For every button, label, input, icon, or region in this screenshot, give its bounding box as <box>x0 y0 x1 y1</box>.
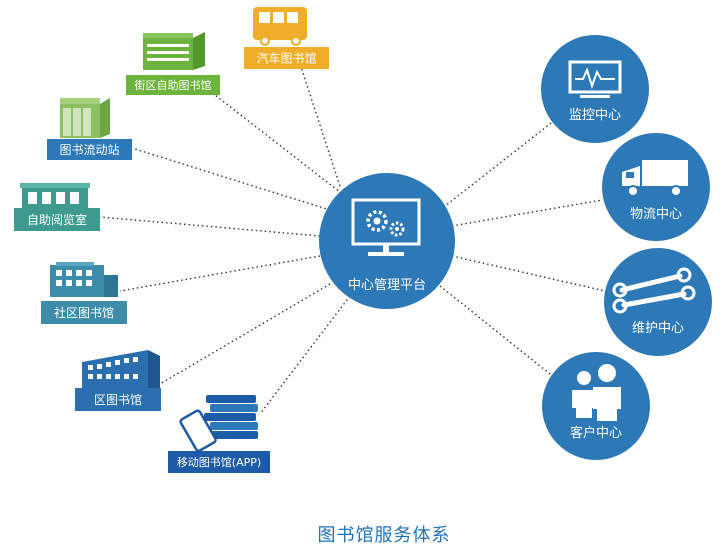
node-mobile-station: 图书流动站 <box>47 98 132 160</box>
hub-label: 中心管理平台 <box>348 278 426 293</box>
connector-bus <box>299 63 341 187</box>
node-label-community: 社区图书馆 <box>54 305 114 320</box>
node-bus: 汽车图书馆 <box>244 7 329 69</box>
node-customer: 客户中心 <box>542 352 650 460</box>
node-label-customer: 客户中心 <box>570 425 622 441</box>
node-label-street: 街区自助图书馆 <box>135 78 212 92</box>
node-app: 移动图书馆(APP) <box>168 395 270 473</box>
node-community: 社区图书馆 <box>41 262 127 324</box>
hub-node: 中心管理平台 <box>319 173 455 309</box>
connector-monitor <box>439 119 556 211</box>
node-label-logistics: 物流中心 <box>630 207 682 222</box>
node-label-maintenance: 维护中心 <box>632 321 684 336</box>
connector-logistics <box>451 199 603 227</box>
node-monitor: 监控中心 <box>541 35 649 143</box>
node-logistics: 物流中心 <box>602 133 710 241</box>
warehouse-icon <box>60 98 110 138</box>
office-building-icon <box>82 350 160 388</box>
node-maintenance: 维护中心 <box>604 248 712 356</box>
wrench-icon <box>612 267 696 314</box>
node-label-reading-room: 自助阅览室 <box>27 212 87 227</box>
monitor-gears-icon <box>351 198 421 256</box>
node-label-district: 区图书馆 <box>94 392 142 407</box>
connector-street <box>205 87 346 197</box>
building-icon <box>143 32 205 70</box>
connector-mobile-station <box>134 148 331 211</box>
node-label-monitor: 监控中心 <box>569 108 621 123</box>
connector-reading-room <box>99 216 321 237</box>
node-label-mobile-station: 图书流动站 <box>59 143 119 157</box>
node-label-app: 移动图书馆(APP) <box>177 455 261 469</box>
connectors <box>99 63 606 415</box>
connector-district <box>159 283 331 385</box>
connector-customer <box>439 285 561 383</box>
diagram-caption: 图书馆服务体系 <box>318 525 451 546</box>
node-district: 区图书馆 <box>75 350 161 411</box>
monitor-waveform-icon <box>568 60 622 98</box>
connector-app <box>259 295 351 415</box>
bus-icon <box>253 7 307 46</box>
connector-community <box>119 255 321 292</box>
apartment-icon <box>50 262 118 297</box>
connector-maintenance <box>451 255 606 292</box>
node-reading-room: 自助阅览室 <box>14 183 100 231</box>
node-label-bus: 汽车图书馆 <box>256 51 316 66</box>
people-icon <box>572 364 621 421</box>
node-street: 街区自助图书馆 <box>126 32 220 95</box>
phone-books-icon <box>179 395 258 453</box>
truck-icon <box>622 160 688 197</box>
house-icon <box>20 183 90 208</box>
